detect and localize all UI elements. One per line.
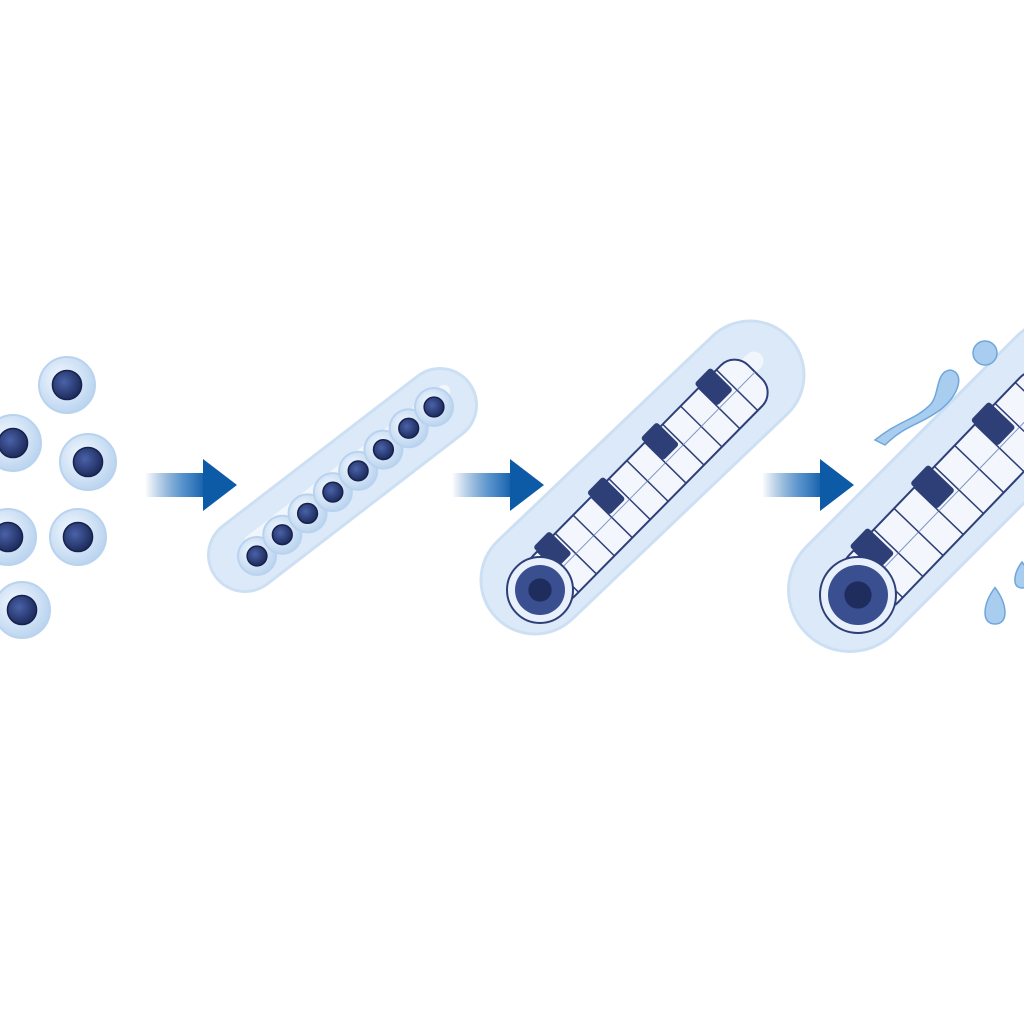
cell-nucleus <box>347 460 369 482</box>
fiber-segment-line <box>978 447 1000 470</box>
arrow-icon <box>452 459 544 511</box>
cell-nucleus <box>6 594 38 626</box>
fiber-segment-line <box>1019 405 1024 428</box>
fiber-segment-line <box>958 468 980 491</box>
cell-nucleus <box>271 524 293 546</box>
fiber-segment-line <box>999 426 1020 449</box>
fiber-segment-line <box>898 531 919 554</box>
fiber-node <box>911 465 954 508</box>
arrow-head <box>510 459 544 511</box>
cell <box>0 414 42 472</box>
droplet <box>984 586 1006 625</box>
cell <box>0 508 37 566</box>
cell <box>49 508 107 566</box>
arrow-head <box>820 459 854 511</box>
cell-nucleus <box>51 369 83 401</box>
cell <box>38 356 96 414</box>
cell-nucleus <box>72 446 104 478</box>
fiber-node <box>587 477 625 514</box>
arrow-shaft <box>762 473 824 497</box>
cell-nucleus <box>246 545 268 567</box>
fiber-segment-line <box>938 489 960 512</box>
arrow-icon <box>762 459 854 511</box>
fiber-segment-line <box>554 532 598 575</box>
fiber-segment-line <box>647 462 666 482</box>
cell-nucleus <box>0 427 29 459</box>
arrow-head <box>203 459 237 511</box>
fiber-node <box>534 532 571 569</box>
fiber-segment-line <box>893 507 944 557</box>
fiber-end <box>506 556 574 624</box>
cell <box>237 536 277 576</box>
fiber-segment-line <box>665 444 684 464</box>
fiber-segment-line <box>736 371 756 391</box>
fiber <box>819 369 1024 634</box>
cell-nucleus <box>0 521 24 553</box>
cell <box>0 581 51 639</box>
fiber-segment-line <box>593 516 613 536</box>
fiber-node <box>850 528 894 571</box>
fiber-end <box>819 556 897 634</box>
fiber-segment-line <box>1014 381 1024 431</box>
arrow-shaft <box>452 473 514 497</box>
fiber-segment-line <box>994 402 1024 452</box>
fiber-segment-line <box>718 389 738 409</box>
droplet <box>972 340 998 366</box>
cell-nucleus <box>322 481 344 503</box>
fiber-node <box>641 423 679 460</box>
arrow-icon <box>145 459 237 511</box>
fiber-body <box>832 369 1024 620</box>
droplet <box>1014 560 1024 589</box>
cell-nucleus <box>296 502 319 525</box>
cell-nucleus <box>62 521 94 553</box>
fiber-segment-line <box>918 510 940 533</box>
fiber-segment-line <box>662 423 705 466</box>
cell-nucleus <box>398 417 420 439</box>
fiber-segment-line <box>715 369 759 412</box>
fiber <box>506 358 769 624</box>
fiber-end-center <box>528 578 552 602</box>
cell <box>414 387 454 427</box>
fiber-node <box>695 368 732 405</box>
cell-nucleus <box>423 396 445 418</box>
fiber-segment-line <box>682 426 702 446</box>
fiber-segment-line <box>611 498 630 518</box>
fiber-end-center <box>844 581 872 609</box>
arrow-shaft <box>145 473 207 497</box>
fiber-segment-line <box>575 535 595 555</box>
fiber-segment-line <box>608 478 651 521</box>
droplet-splash <box>873 369 960 446</box>
cell-nucleus <box>372 438 395 461</box>
fiber-node <box>971 402 1015 445</box>
fiber-segment-line <box>629 480 648 500</box>
fiber-segment-line <box>700 407 720 427</box>
cell <box>59 433 117 491</box>
